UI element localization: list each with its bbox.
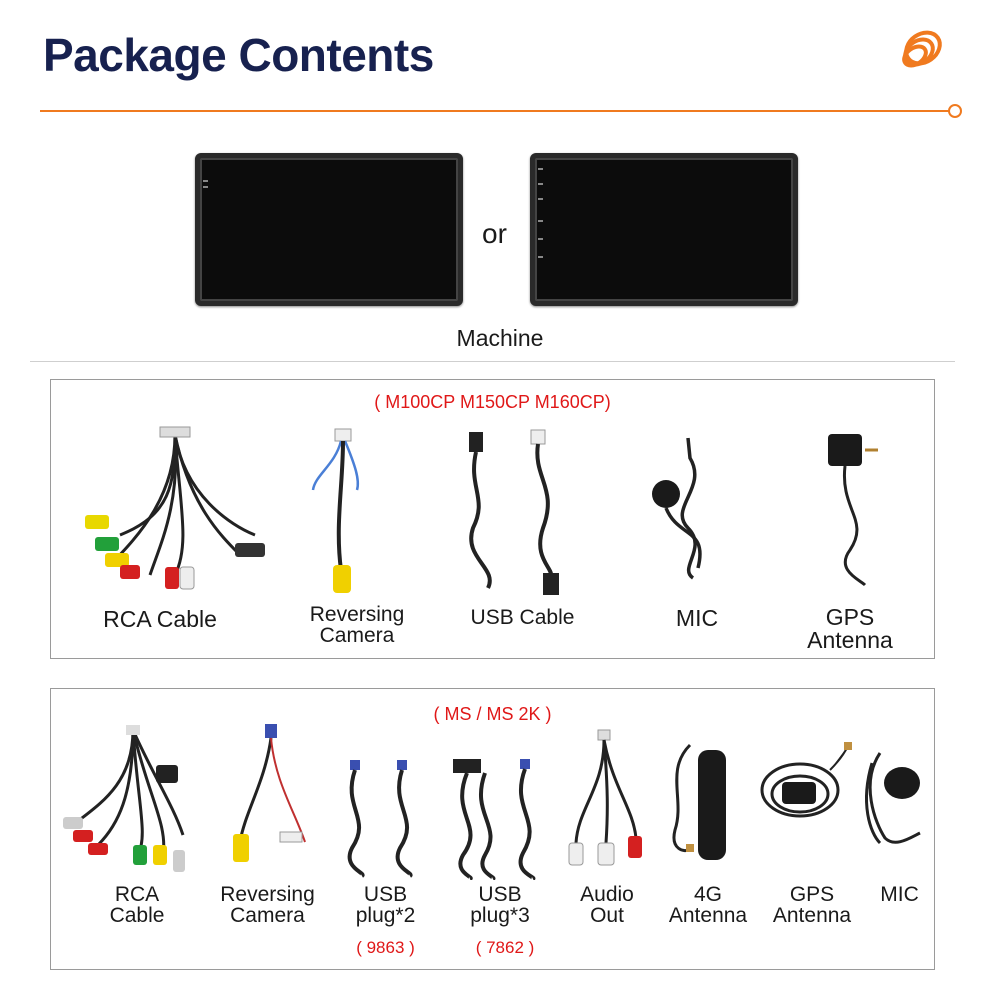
usb-plug-3-part-number: ( 7862 ) <box>475 938 535 957</box>
models-label-cp: ( M100CP M150CP M160CP) <box>374 392 611 412</box>
header-rule-end-dot <box>948 104 962 118</box>
audio-out-cable-image <box>568 728 648 873</box>
item-label-usb-cable: USB Cable <box>470 606 575 629</box>
machine-image-right <box>530 153 798 306</box>
4g-antenna-image <box>660 740 750 865</box>
item-label-mic: MIC <box>675 605 719 631</box>
item-label-rca-cable: RCA Cable <box>103 606 217 632</box>
usb-plug-3-image <box>445 755 555 880</box>
machine-image-left <box>195 153 463 306</box>
gps-antenna-image <box>820 430 890 590</box>
divider <box>30 361 955 362</box>
rca-cable-image-2 <box>58 725 198 875</box>
item-label-mic-2: MIC <box>880 883 919 906</box>
models-label-ms: ( MS / MS 2K ) <box>433 704 552 724</box>
usb-plug-2-part-number: ( 9863 ) <box>356 938 415 957</box>
accessories-box-cp <box>50 379 935 659</box>
machine-label: Machine <box>456 325 544 351</box>
or-text: or <box>482 218 507 249</box>
reversing-camera-cable-image-2 <box>225 722 325 872</box>
reversing-camera-cable-image <box>305 425 405 600</box>
rca-cable-image <box>80 425 270 595</box>
usb-cable-image <box>463 428 578 598</box>
orange-coil-logo-icon <box>893 26 947 76</box>
gps-antenna-image-2 <box>760 740 860 850</box>
page-title: Package Contents <box>43 29 434 81</box>
mic-image <box>648 428 728 588</box>
header-rule <box>40 110 952 112</box>
accessories-box-ms <box>50 688 935 970</box>
usb-plug-2-image <box>342 758 432 878</box>
mic-image-2 <box>860 743 935 853</box>
